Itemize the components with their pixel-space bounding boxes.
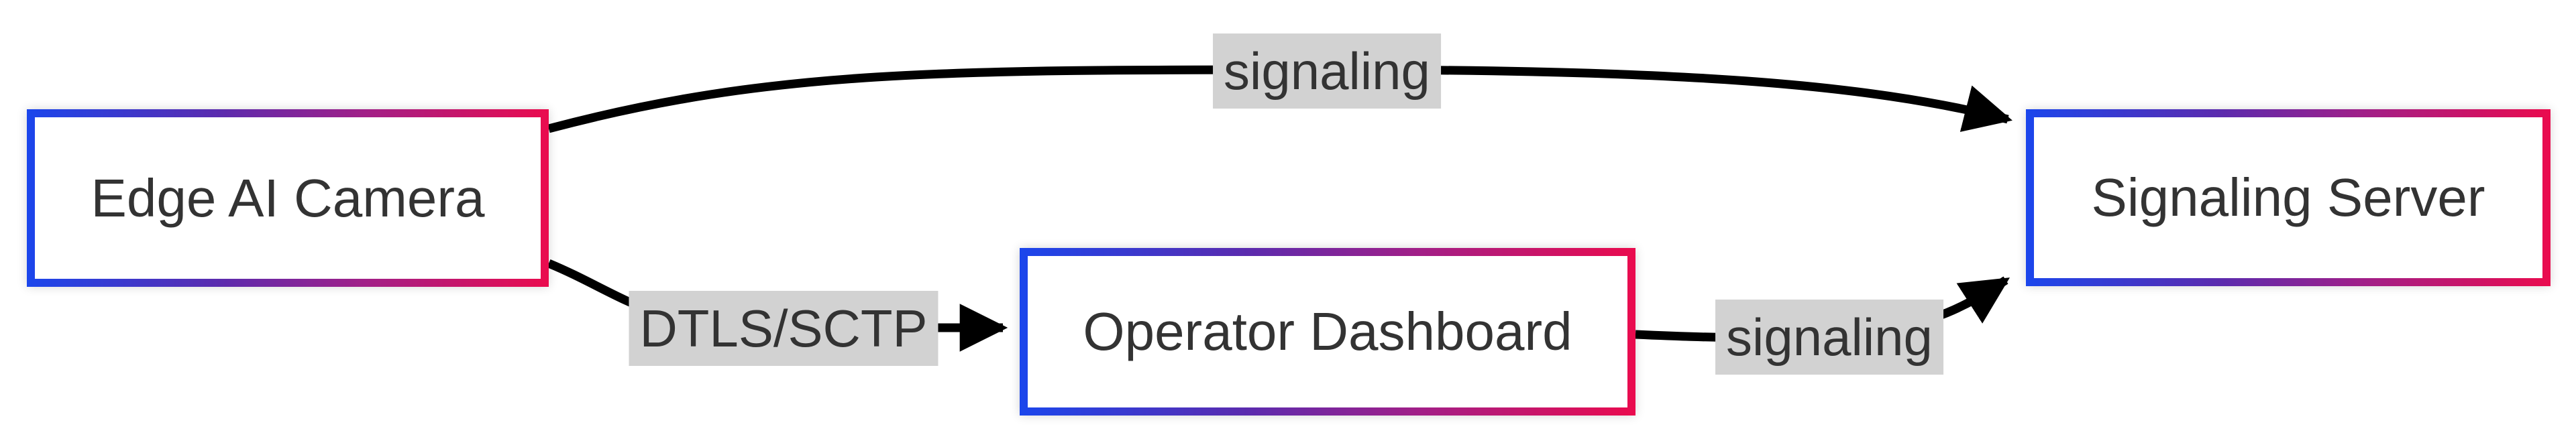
node-edge-ai-camera: Edge AI Camera (27, 109, 549, 287)
node-label: Operator Dashboard (1083, 302, 1572, 361)
node-fill: Signaling Server (2034, 117, 2542, 278)
node-fill: Edge AI Camera (35, 117, 541, 279)
edge-label-signaling-top: signaling (1213, 33, 1441, 109)
edge-label-dtls-sctp: DTLS/SCTP (629, 290, 938, 367)
edge-label-signaling-bottom: signaling (1715, 299, 1943, 375)
node-fill: Operator Dashboard (1028, 256, 1627, 407)
node-label: Signaling Server (2091, 168, 2485, 227)
node-operator-dashboard: Operator Dashboard (1020, 248, 1635, 416)
node-label: Edge AI Camera (91, 168, 485, 228)
node-signaling-server: Signaling Server (2026, 109, 2551, 286)
